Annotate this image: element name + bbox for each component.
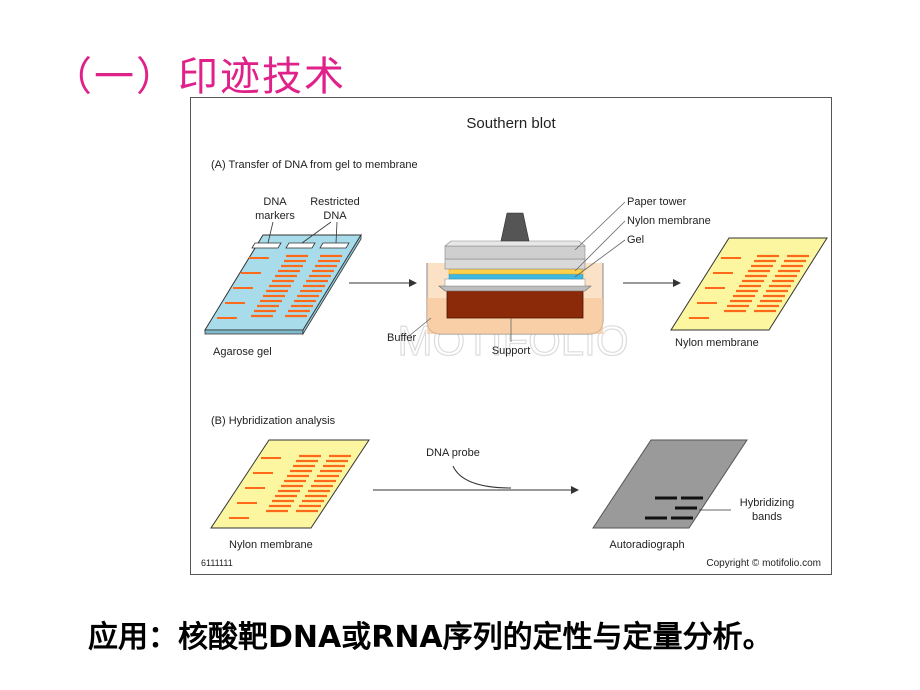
label-restricted-dna-1: Restricted <box>310 196 360 208</box>
autoradiograph <box>592 439 748 529</box>
arrow-right-icon <box>409 279 417 287</box>
label-support: Support <box>492 345 531 357</box>
section-b-label: (B) Hybridization analysis <box>211 415 336 427</box>
label-paper-tower: Paper tower <box>627 196 687 208</box>
label-nylon-membrane-a: Nylon membrane <box>675 337 759 349</box>
nylon-membrane-b <box>210 439 370 529</box>
label-buffer: Buffer <box>387 332 416 344</box>
copyright: Copyright © motifolio.com <box>706 558 821 569</box>
application-text: 应用：核酸靶DNA或RNA序列的定性与定量分析。 <box>88 620 773 655</box>
label-nylon-membrane-stack: Nylon membrane <box>627 215 711 227</box>
label-dna-probe: DNA probe <box>426 447 480 459</box>
label-restricted-dna-2: DNA <box>323 210 347 222</box>
label-dna-markers-2: markers <box>255 210 295 222</box>
label-nylon-membrane-b: Nylon membrane <box>229 539 313 551</box>
section-a-label: (A) Transfer of DNA from gel to membrane <box>211 159 418 171</box>
label-gel: Gel <box>627 234 644 246</box>
southern-blot-diagram: MOTIFOLIO Southern blot (A) Transfer of … <box>190 97 832 575</box>
probe-curve <box>452 465 512 489</box>
label-agarose-gel: Agarose gel <box>213 346 272 358</box>
slide-title: （一）印迹技术 <box>52 54 346 100</box>
label-hybridizing-2: bands <box>752 511 782 523</box>
transfer-apparatus <box>426 212 604 335</box>
nylon-membrane-a <box>670 237 828 331</box>
arrow-right-icon <box>673 279 681 287</box>
label-autoradiograph: Autoradiograph <box>609 539 684 551</box>
label-hybridizing-1: Hybridizing <box>740 497 794 509</box>
figure-id: 6111111 <box>201 558 233 568</box>
diagram-title: Southern blot <box>466 115 556 132</box>
label-dna-markers-1: DNA <box>263 196 287 208</box>
agarose-gel <box>204 233 362 336</box>
arrow-right-icon <box>571 486 579 494</box>
